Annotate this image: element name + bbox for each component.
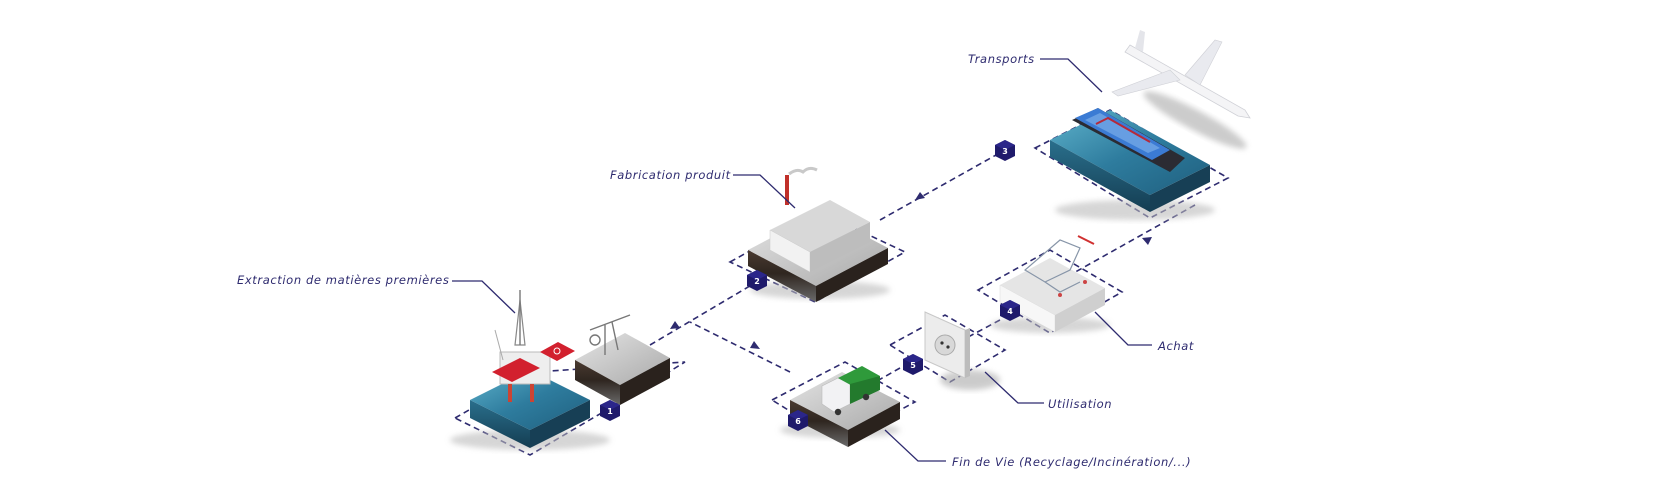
tile-achat bbox=[990, 235, 1110, 333]
flow-path-6-1 bbox=[689, 321, 791, 373]
oil-rig-icon bbox=[492, 290, 575, 402]
svg-text:1: 1 bbox=[607, 407, 613, 416]
arrow-icon bbox=[915, 192, 925, 200]
step-badges: 1 2 3 4 5 6 bbox=[600, 140, 1020, 431]
leader-transports bbox=[1040, 58, 1103, 93]
outline-transports bbox=[1033, 109, 1230, 219]
svg-text:4: 4 bbox=[1007, 307, 1013, 316]
svg-text:6: 6 bbox=[795, 417, 801, 426]
label-fin-de-vie: Fin de Vie (Recyclage/Incinération/...) bbox=[952, 455, 1192, 469]
arrow-icon bbox=[750, 341, 760, 349]
tile-extraction bbox=[450, 290, 670, 450]
leader-utilisation bbox=[984, 371, 1044, 404]
label-transports: Transports bbox=[968, 52, 1035, 66]
garbage-truck-icon bbox=[821, 366, 880, 416]
leader-lines bbox=[452, 58, 1152, 462]
svg-text:3: 3 bbox=[1002, 147, 1008, 156]
tile-transports bbox=[1050, 30, 1251, 220]
step-badge-1: 1 bbox=[600, 400, 620, 421]
flow-arrows bbox=[670, 192, 1152, 349]
step-badge-2: 2 bbox=[747, 270, 767, 291]
leader-extraction bbox=[452, 280, 516, 314]
flow-path-2-3 bbox=[879, 149, 1006, 221]
cargo-ship-icon bbox=[1072, 108, 1185, 172]
arrow-icon bbox=[670, 321, 680, 329]
flow-path-5-6 bbox=[869, 367, 901, 386]
flow-path-1-2 bbox=[649, 279, 761, 346]
leader-fin-de-vie bbox=[884, 429, 946, 462]
step-badge-3: 3 bbox=[995, 140, 1015, 161]
label-fabrication: Fabrication produit bbox=[610, 168, 731, 182]
svg-text:2: 2 bbox=[754, 277, 760, 286]
arrow-icon bbox=[1142, 237, 1152, 245]
leader-fabrication bbox=[733, 174, 796, 209]
svg-text:5: 5 bbox=[910, 361, 916, 370]
label-extraction: Extraction de matières premières bbox=[237, 273, 450, 287]
step-badge-6: 6 bbox=[788, 410, 808, 431]
outline-achat bbox=[976, 249, 1124, 334]
label-utilisation: Utilisation bbox=[1048, 397, 1113, 411]
tile-utilisation bbox=[924, 311, 1000, 390]
step-badge-4: 4 bbox=[1000, 300, 1020, 321]
power-socket-icon bbox=[924, 311, 970, 379]
label-achat: Achat bbox=[1158, 339, 1195, 353]
shopping-cart-icon bbox=[1023, 235, 1095, 297]
airplane-icon bbox=[1111, 30, 1251, 149]
tile-fin-de-vie bbox=[780, 366, 900, 447]
pumpjack-icon bbox=[589, 314, 631, 355]
step-badge-5: 5 bbox=[903, 354, 923, 375]
tile-fabrication bbox=[748, 166, 890, 302]
factory-icon bbox=[769, 166, 870, 273]
leader-achat bbox=[1094, 311, 1152, 346]
